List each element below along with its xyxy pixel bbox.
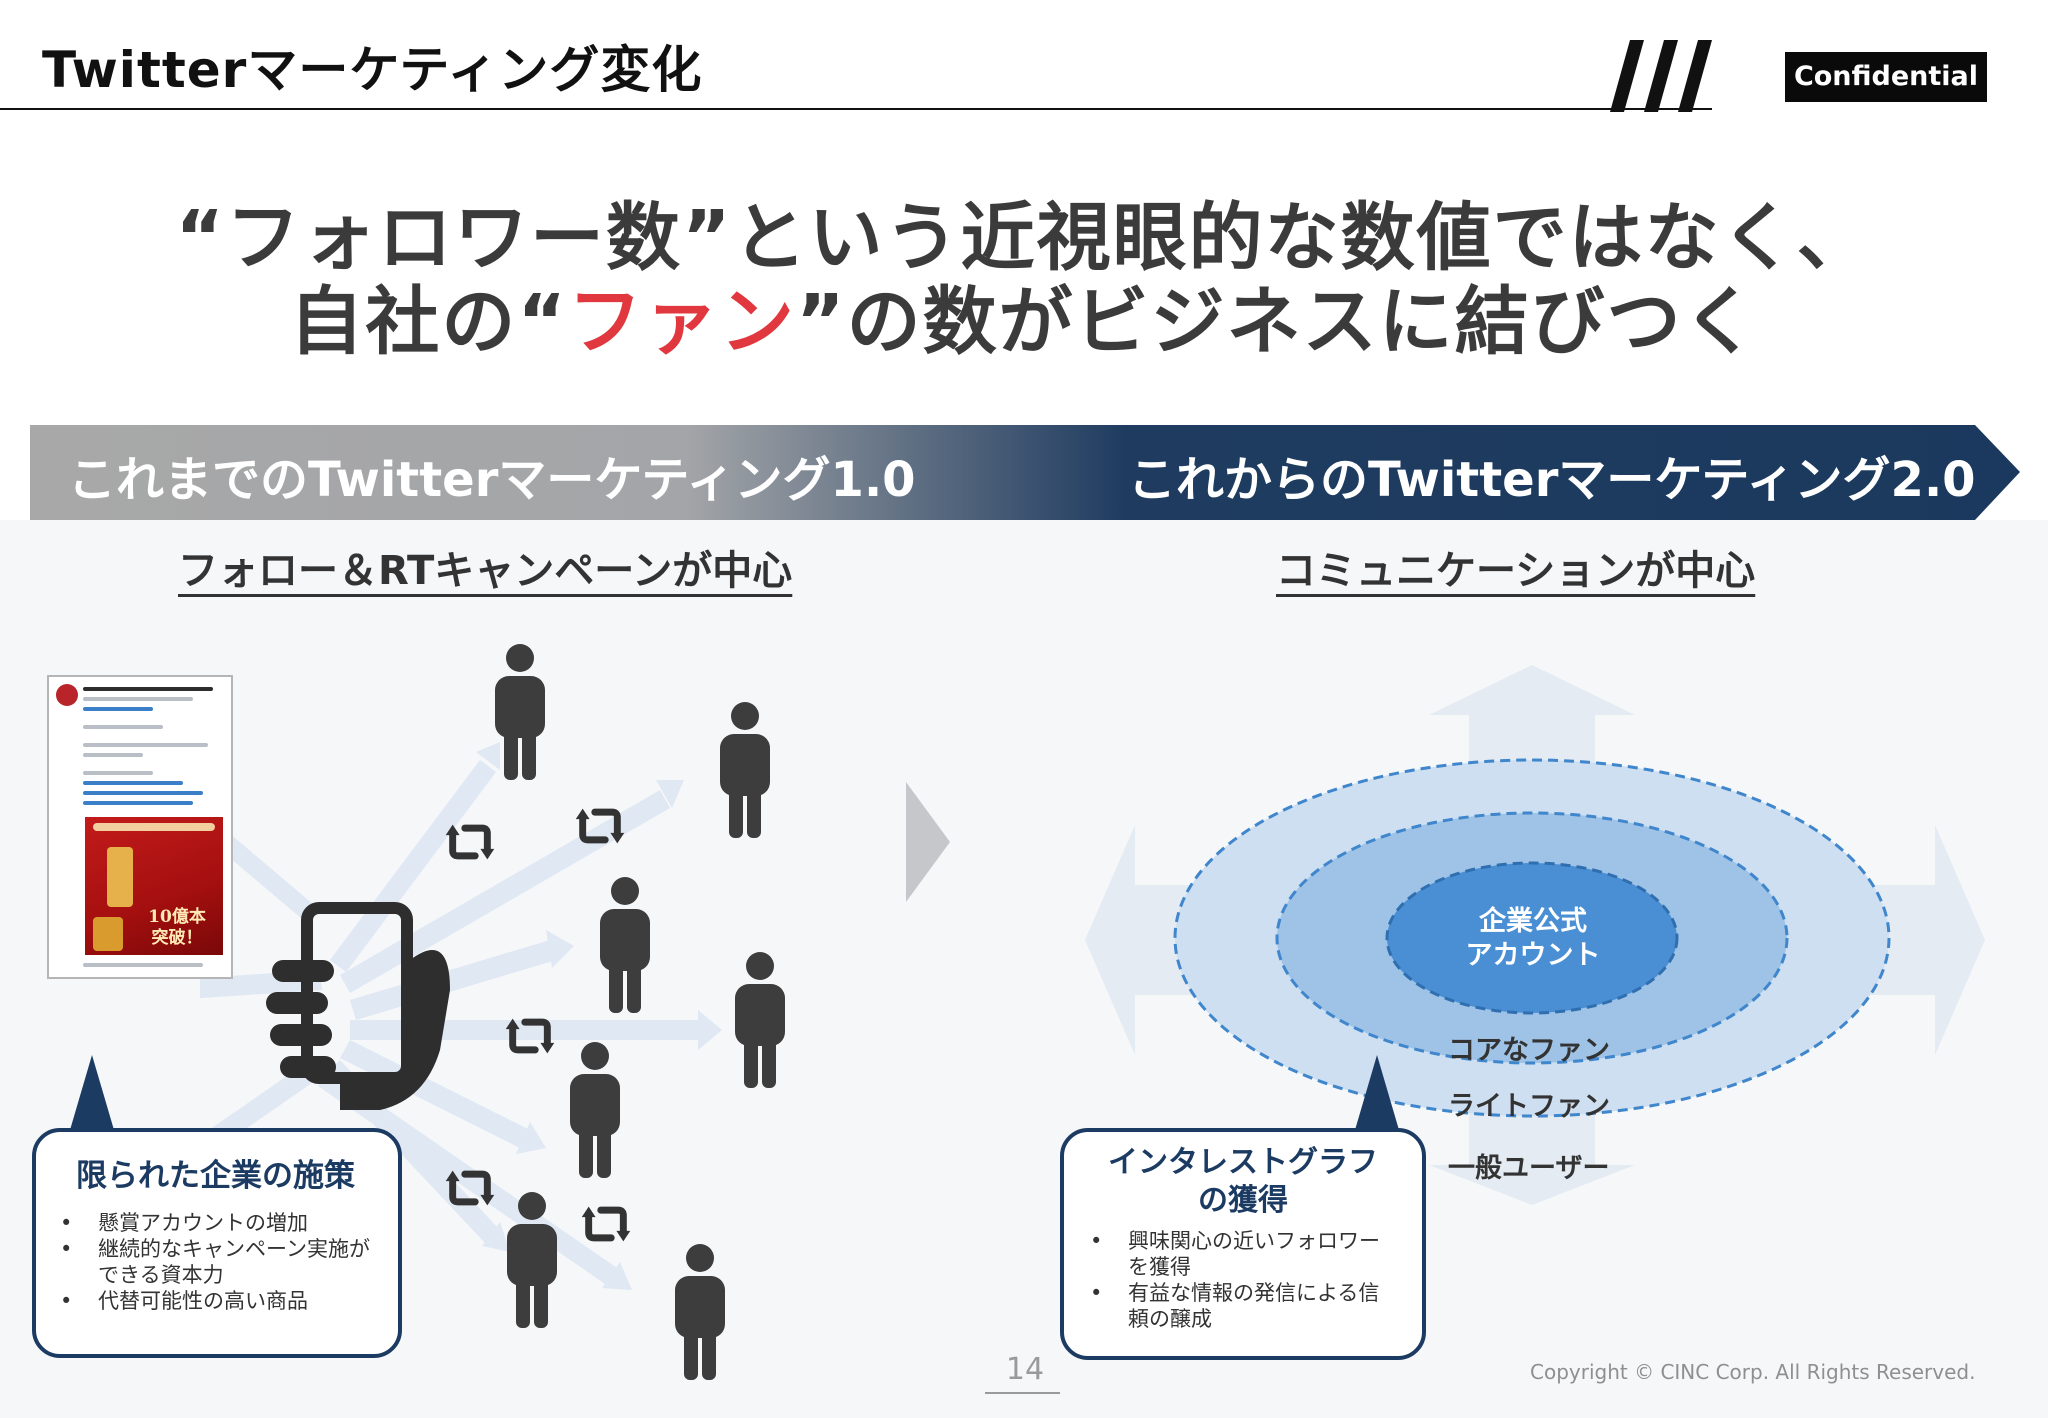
page-number-underline [985, 1392, 1060, 1394]
right-callout-title-line: の獲得 [1198, 1183, 1288, 1218]
copyright-text: Copyright © CINC Corp. All Rights Reserv… [1530, 1360, 1976, 1384]
headline-text: ”の数がビジネスに結びつく [796, 279, 1759, 365]
left-callout: 限られた企業の施策 懸賞アカウントの増加 継続的なキャンペーン実施ができる資本力… [32, 1128, 402, 1358]
callout-pointer [1355, 1055, 1399, 1130]
retweet-icon [582, 1207, 631, 1242]
right-callout-title-line: インタレストグラフ [1108, 1145, 1378, 1180]
headline-highlight-fan: ファン [568, 279, 796, 365]
confidential-badge: Confidential [1785, 52, 1987, 102]
tweet-image-caption: 10億本突破！ [148, 907, 206, 948]
left-subheading: フォロー＆RTキャンペーンが中心 [178, 548, 793, 594]
ring-label-core-line: 企業公式 [1479, 906, 1587, 937]
slash-icon [1610, 40, 1712, 112]
page-title: Twitterマーケティング変化 [42, 41, 703, 99]
list-item: 興味関心の近いフォロワーを獲得 [1090, 1228, 1390, 1280]
callout-pointer [70, 1055, 114, 1130]
list-item: 継続的なキャンペーン実施ができる資本力 [60, 1236, 390, 1288]
left-callout-list: 懸賞アカウントの増加 継続的なキャンペーン実施ができる資本力 代替可能性の高い商… [60, 1210, 390, 1314]
headline-line-2: 自社の“ファン”の数がビジネスに結びつく [0, 262, 2048, 369]
banner-label-1-0: これまでのTwitterマーケティング1.0 [68, 452, 916, 508]
right-callout-title: インタレストグラフ の獲得 [1064, 1144, 1422, 1220]
right-subheading: コミュニケーションが中心 [1276, 548, 1756, 594]
tweet-screenshot: 10億本突破！ [47, 675, 233, 979]
ring-label-light-fans: ライトファン [1448, 1091, 1610, 1122]
ring-label-core: 企業公式 アカウント [1408, 905, 1658, 973]
right-callout-list: 興味関心の近いフォロワーを獲得 有益な情報の発信による信頼の醸成 [1090, 1228, 1390, 1332]
play-triangle-icon [906, 782, 950, 902]
page-number: 14 [1005, 1352, 1045, 1387]
banner-label-2-0: これからのTwitterマーケティング2.0 [1128, 452, 1976, 508]
list-item: 懸賞アカウントの増加 [60, 1210, 390, 1236]
headline-line-1: “フォロワー数”という近視眼的な数値ではなく、 [175, 195, 1873, 281]
ring-label-core-fans: コアなファン [1448, 1035, 1610, 1066]
left-callout-title: 限られた企業の施策 [76, 1158, 355, 1194]
transition-banner-arrow [30, 425, 2020, 520]
tweet-image: 10億本突破！ [85, 817, 223, 955]
retweet-icon [446, 825, 495, 860]
list-item: 代替可能性の高い商品 [60, 1288, 390, 1314]
ring-label-core-line: アカウント [1465, 940, 1601, 971]
right-callout: インタレストグラフ の獲得 興味関心の近いフォロワーを獲得 有益な情報の発信によ… [1060, 1128, 1426, 1360]
smartphone-hand-icon [266, 902, 450, 1110]
headline-text: 自社の“ [289, 279, 568, 365]
avatar [56, 684, 78, 706]
fan-rings-diagram [1085, 665, 1985, 1205]
header-divider [0, 108, 1712, 110]
ring-label-general-users: 一般ユーザー [1448, 1153, 1610, 1184]
list-item: 有益な情報の発信による信頼の醸成 [1090, 1280, 1390, 1332]
